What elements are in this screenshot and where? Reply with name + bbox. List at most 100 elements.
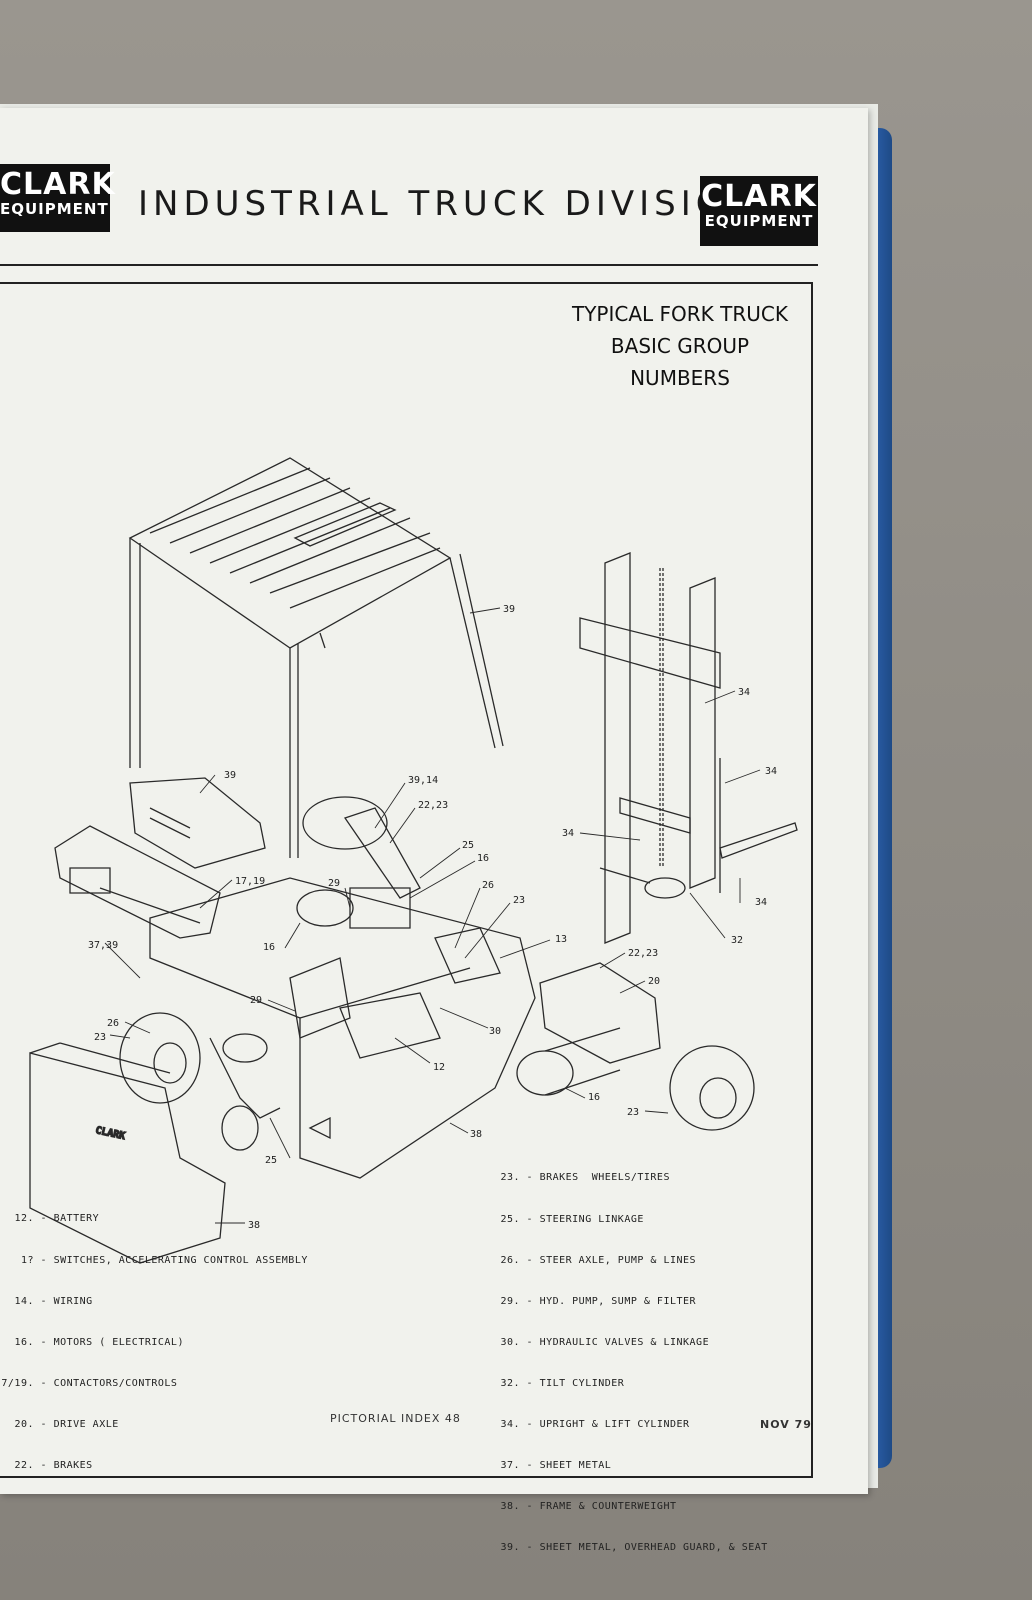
callout-label: 13 bbox=[555, 934, 567, 945]
legend-text: CONTACTORS/CONTROLS bbox=[53, 1377, 178, 1389]
legend-text: HYD. PUMP, SUMP & FILTER bbox=[539, 1295, 697, 1307]
legend-text: BRAKES bbox=[53, 1460, 93, 1472]
callout-label: 38 bbox=[248, 1220, 260, 1231]
callout-leader-lines bbox=[105, 608, 760, 1223]
control-panel-drawing bbox=[55, 826, 220, 938]
legend-text: SHEET METAL bbox=[539, 1460, 612, 1472]
legend-item: 16. - MOTORS ( ELECTRICAL) bbox=[0, 1336, 308, 1350]
callout-label: 22,23 bbox=[628, 948, 658, 959]
legend-text: WIRING bbox=[53, 1295, 93, 1307]
callout-label: 29 bbox=[328, 878, 340, 889]
upright-mast-drawing bbox=[580, 553, 797, 943]
legend-item: 14. - WIRING bbox=[0, 1295, 308, 1309]
legend-text: BRAKES WHEELS/TIRES bbox=[539, 1172, 670, 1184]
legend-item: 38. - FRAME & COUNTERWEIGHT bbox=[486, 1500, 768, 1514]
legend-item: 12. - BATTERY bbox=[0, 1212, 308, 1226]
legend-text: BATTERY bbox=[53, 1213, 100, 1225]
clark-logo-left: CLARK EQUIPMENT bbox=[0, 164, 116, 232]
callout-label: 34 bbox=[755, 897, 767, 908]
legend-num: 29. bbox=[500, 1295, 520, 1307]
legend-item: 22. - BRAKES bbox=[0, 1459, 308, 1473]
legend-text: HYDRAULIC VALVES & LINKAGE bbox=[539, 1336, 710, 1348]
legend-item: 32. - TILT CYLINDER bbox=[486, 1377, 768, 1391]
legend-text: DRIVE AXLE bbox=[53, 1418, 119, 1430]
legend-item: 30. - HYDRAULIC VALVES & LINKAGE bbox=[486, 1336, 768, 1350]
footer-page-index: PICTORIAL INDEX 48 bbox=[330, 1412, 461, 1425]
steering-column-drawing bbox=[303, 797, 420, 898]
callout-label: 16 bbox=[588, 1092, 600, 1103]
legend-num: 14. bbox=[14, 1295, 34, 1307]
legend-num: 30. bbox=[500, 1336, 520, 1348]
callout-label: 39 bbox=[224, 770, 236, 781]
legend-item: 34. - UPRIGHT & LIFT CYLINDER bbox=[486, 1418, 768, 1432]
callout-label: 32 bbox=[731, 935, 743, 946]
drive-axle-drawing bbox=[517, 963, 754, 1130]
callout-label: 16 bbox=[477, 853, 489, 864]
callout-label: 23 bbox=[627, 1107, 639, 1118]
legend-num: 12. bbox=[14, 1213, 34, 1225]
legend-num: 34. bbox=[500, 1419, 520, 1431]
logo-left-line2: EQUIPMENT bbox=[0, 200, 109, 218]
callout-label: 34 bbox=[765, 766, 777, 777]
legend-num: 25. bbox=[500, 1213, 520, 1225]
legend-left: 12. - BATTERY 1? - SWITCHES, ACCELERATIN… bbox=[0, 1185, 308, 1500]
legend-item: 7/19. - CONTACTORS/CONTROLS bbox=[1, 1377, 178, 1389]
legend-text: FRAME & COUNTERWEIGHT bbox=[539, 1501, 677, 1513]
legend-item: 20. - DRIVE AXLE bbox=[0, 1418, 308, 1432]
callout-label: 30 bbox=[489, 1026, 501, 1037]
legend-text: SWITCHES, ACCELERATING CONTROL ASSEMBLY bbox=[53, 1254, 308, 1266]
callout-label: 17,19 bbox=[235, 876, 265, 887]
legend-item: 37. - SHEET METAL bbox=[486, 1459, 768, 1473]
callout-label: 29 bbox=[250, 995, 262, 1006]
fork-truck-exploded-diagram: CLARK bbox=[0, 438, 820, 1298]
page-title: INDUSTRIAL TRUCK DIVISION bbox=[138, 184, 758, 224]
header-rule bbox=[0, 264, 818, 266]
logo-right-line1: CLARK bbox=[701, 179, 817, 214]
legend-num: 39. bbox=[500, 1542, 520, 1554]
callout-label: 26 bbox=[482, 880, 494, 891]
legend-text: STEERING LINKAGE bbox=[539, 1213, 644, 1225]
legend-num: 37. bbox=[500, 1460, 520, 1472]
logo-right-line2: EQUIPMENT bbox=[704, 212, 814, 230]
counterweight-mark: CLARK bbox=[94, 1125, 126, 1142]
legend-text: UPRIGHT & LIFT CYLINDER bbox=[539, 1419, 690, 1431]
legend-item: 1? - SWITCHES, ACCELERATING CONTROL ASSE… bbox=[0, 1254, 308, 1268]
legend-num: 32. bbox=[500, 1377, 520, 1389]
legend-num: 20. bbox=[14, 1418, 34, 1430]
figure-title: TYPICAL FORK TRUCK BASIC GROUP NUMBERS bbox=[560, 298, 800, 394]
callout-label: 34 bbox=[738, 687, 750, 698]
legend-item: 25. - STEERING LINKAGE bbox=[486, 1213, 768, 1227]
callout-label: 37,39 bbox=[88, 940, 118, 951]
footer-date: NOV 79 bbox=[760, 1418, 812, 1431]
callout-label: 26 bbox=[107, 1018, 119, 1029]
overhead-guard-drawing bbox=[130, 458, 503, 858]
legend-text: TILT CYLINDER bbox=[539, 1377, 625, 1389]
callout-label: 39,14 bbox=[408, 775, 438, 786]
legend-num: 23. bbox=[500, 1172, 520, 1184]
manual-page: CLARK EQUIPMENT INDUSTRIAL TRUCK DIVISIO… bbox=[0, 108, 868, 1553]
legend-right: 23. - BRAKES WHEELS/TIRES 25. - STEERING… bbox=[486, 1144, 768, 1583]
callout-label: 39 bbox=[503, 604, 515, 615]
legend-num: 16. bbox=[14, 1336, 34, 1348]
callout-label: 12 bbox=[433, 1062, 445, 1073]
callout-labels: 39 34 34 39 39,14 22,23 34 25 16 17,19 2… bbox=[88, 604, 777, 1231]
seat-drawing bbox=[130, 778, 265, 868]
legend-num: 1? bbox=[20, 1254, 34, 1266]
figure-title-line1: TYPICAL FORK TRUCK bbox=[572, 302, 788, 326]
legend-num: 26. bbox=[500, 1254, 520, 1266]
callout-label: 25 bbox=[462, 840, 474, 851]
legend-item: 23. - BRAKES WHEELS/TIRES bbox=[486, 1171, 768, 1185]
legend-item: 39. - SHEET METAL, OVERHEAD GUARD, & SEA… bbox=[486, 1541, 768, 1555]
legend-num: 7/19. bbox=[1, 1377, 34, 1389]
callout-label: 34 bbox=[562, 828, 574, 839]
legend-text: SHEET METAL, OVERHEAD GUARD, & SEAT bbox=[539, 1542, 768, 1554]
clark-logo-right: CLARK EQUIPMENT bbox=[700, 176, 818, 246]
legend-text: MOTORS ( ELECTRICAL) bbox=[53, 1336, 184, 1348]
logo-left-line1: CLARK bbox=[0, 167, 116, 202]
callout-label: 38 bbox=[470, 1129, 482, 1140]
callout-label: 16 bbox=[263, 942, 275, 953]
legend-num: 22. bbox=[14, 1460, 34, 1472]
legend-item: 29. - HYD. PUMP, SUMP & FILTER bbox=[486, 1295, 768, 1309]
callout-label: 25 bbox=[265, 1155, 277, 1166]
legend-text: STEER AXLE, PUMP & LINES bbox=[539, 1254, 697, 1266]
